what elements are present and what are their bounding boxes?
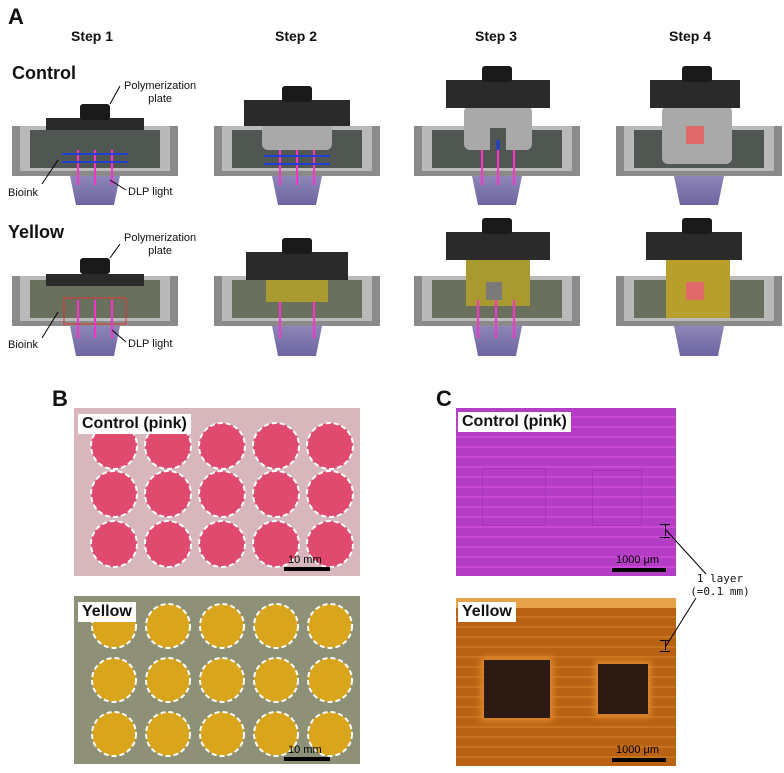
yellow-step4-apparatus [616, 218, 782, 356]
yellow-step2-apparatus [214, 238, 380, 356]
micrograph-feature [592, 470, 642, 526]
micrograph-control-tag: Control (pink) [458, 412, 571, 432]
micro-scale-bar [612, 758, 666, 762]
control-pink-tag: Control (pink) [78, 414, 191, 434]
photo-scale-bar [284, 757, 330, 761]
plate-label-line1: Polymerization [124, 232, 197, 244]
yellow-step3-apparatus [414, 218, 580, 356]
layer-callout-line1: 1 layer [696, 572, 744, 585]
control-dlp-label: DLP light [128, 186, 173, 198]
step-1-label: Step 1 [70, 28, 113, 44]
micrograph-cavity-right [598, 664, 648, 714]
plate-label-line1: Polymerization [124, 80, 197, 92]
photo-scale-bar [284, 567, 330, 571]
yellow-sample-wells [91, 603, 353, 757]
step-2-label: Step 2 [274, 28, 317, 44]
micro-scale-label: 1000 μm [616, 744, 660, 756]
control-step3-apparatus [414, 66, 580, 205]
yellow-micrograph: Yellow 1000 μm [456, 598, 676, 766]
panel-b-letter: B [52, 386, 68, 411]
micro-scale-label: 1000 μm [616, 554, 660, 566]
micrograph-feature [482, 468, 546, 526]
control-pink-photo: Control (pink) 10 mm [74, 408, 360, 576]
row-control-label: Control [12, 63, 76, 83]
control-bioink-label: Bioink [8, 187, 38, 199]
panel-c-letter: C [436, 386, 452, 411]
control-plate-annotation: Polymerization plate [124, 80, 196, 106]
micrograph-yellow-tag: Yellow [458, 602, 516, 622]
control-step2-apparatus [214, 86, 380, 205]
yellow-dlp-label: DLP light [128, 338, 173, 350]
panel-a-letter: A [8, 4, 24, 29]
pink-sample-wells [90, 422, 354, 568]
step-3-label: Step 3 [474, 28, 517, 44]
step-4-label: Step 4 [668, 28, 711, 44]
micro-scale-bar [612, 568, 666, 572]
layer-callout-line2: (=0.1 mm) [690, 585, 750, 598]
micrograph-cavity-left [484, 660, 550, 718]
control-pink-micrograph: Control (pink) 1000 μm [456, 408, 676, 576]
yellow-photo-tag: Yellow [78, 602, 136, 622]
layer-marker-stem [665, 524, 666, 536]
photo-scale-label: 10 mm [288, 554, 322, 566]
control-step1-apparatus [12, 85, 178, 205]
row-yellow-label: Yellow [8, 222, 65, 242]
yellow-plate-annotation: Polymerization plate [124, 232, 196, 258]
top-bright-band [456, 598, 676, 608]
plate-label-line2: plate [148, 93, 172, 105]
panel-a-diagram [12, 66, 782, 356]
yellow-bioink-label: Bioink [8, 339, 38, 351]
plate-label-line2: plate [148, 245, 172, 257]
control-step4-apparatus [616, 66, 782, 205]
yellow-photo: Yellow 10 mm [74, 596, 360, 764]
layer-marker-stem [665, 640, 666, 650]
photo-scale-label: 10 mm [288, 744, 322, 756]
yellow-step1-apparatus [12, 243, 178, 356]
layer-callout: 1 layer (=0.1 mm) [680, 572, 760, 598]
